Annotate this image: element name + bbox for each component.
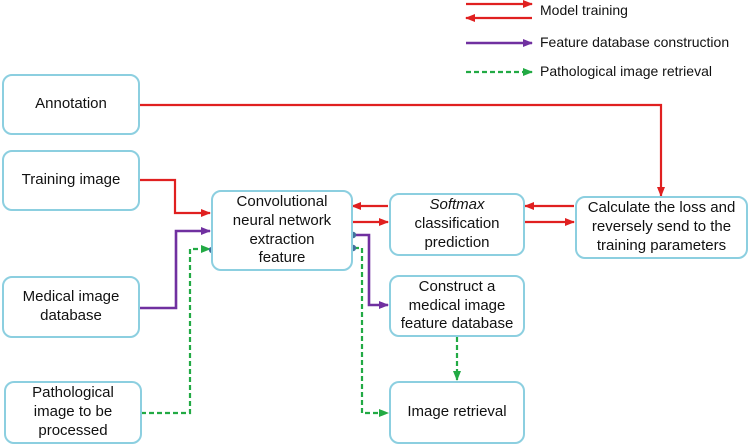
node-image-retrieval: Image retrieval [389, 381, 525, 444]
node-construct-feature-db: Construct a medical image feature databa… [389, 275, 525, 337]
arrow-training-to-cnn [139, 178, 211, 217]
arrow-cnn-to-retrieval [354, 246, 389, 417]
node-calculate-loss: Calculate the loss and reversely send to… [575, 196, 748, 259]
node-pathological-image: Pathological image to be processed [4, 381, 142, 444]
arrow-meddb-to-cnn [139, 227, 211, 310]
node-cnn-extraction: Convolutional neural network extraction … [211, 190, 353, 271]
arrow-annotation-to-loss [139, 103, 665, 197]
node-softmax-prediction: Softmax classification prediction [389, 193, 525, 256]
node-training-image: Training image [2, 150, 140, 211]
node-medical-image-database: Medical image database [2, 276, 140, 338]
classification-prediction-label: classification prediction [414, 215, 500, 251]
legend-construction-label: Feature database construction [540, 34, 730, 50]
arrow-cnn-to-construct [354, 233, 389, 309]
legend-retrieval-label: Pathological image retrieval [540, 63, 712, 79]
node-annotation: Annotation [2, 74, 140, 135]
legend-training-label: Model training [540, 2, 628, 18]
arrow-pathological-to-cnn [141, 245, 211, 415]
softmax-label: Softmax [429, 196, 485, 214]
